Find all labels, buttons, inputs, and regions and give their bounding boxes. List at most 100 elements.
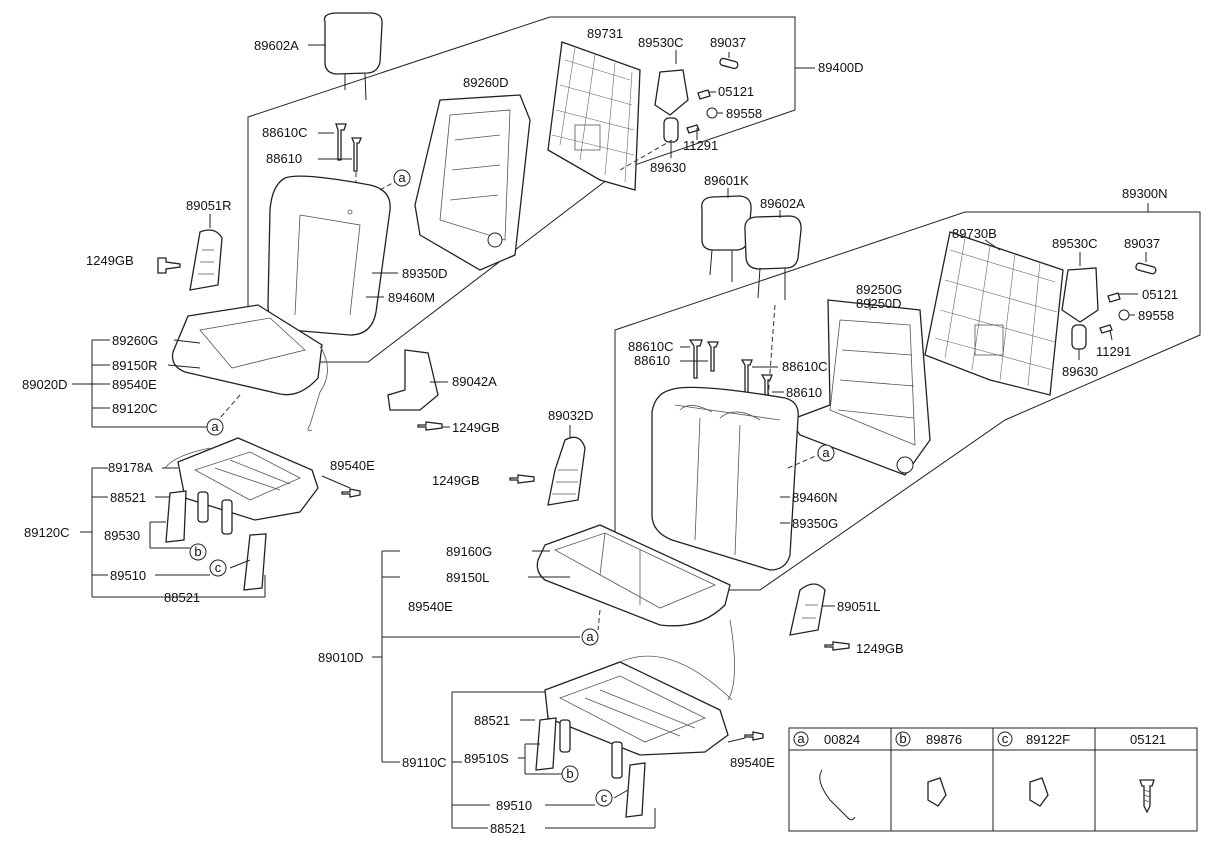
label-89630-1: 89630 [650,160,686,175]
label-89120c-2: 89120C [24,525,70,540]
svg-text:c: c [215,560,222,575]
label-89260d: 89260D [463,75,509,90]
legend-col-b: b 89876 [895,731,962,807]
svg-text:a: a [586,629,594,644]
label-89250d: 89250D [856,296,902,311]
label-1249gb-3: 1249GB [432,473,480,488]
seat-back-cushion-right [651,386,799,571]
label-11291-2: 11291 [1096,344,1131,359]
label-89601k: 89601K [704,173,749,188]
label-1249gb-2: 1249GB [452,420,500,435]
label-89510s: 89510S [464,751,509,766]
clip-icon [927,777,947,807]
label-89558-1: 89558 [726,106,762,121]
label-89051l: 89051L [837,599,880,614]
svg-text:b: b [566,766,573,781]
label-89400d: 89400D [818,60,864,75]
svg-text:a: a [398,170,406,185]
legend-col-c: c 89122F [997,731,1070,807]
label-89530: 89530 [104,528,140,543]
label-88610c-1: 88610C [262,125,308,140]
svg-text:89876: 89876 [926,732,962,747]
label-89510-2: 89510 [496,798,532,813]
seat-back-cushion-left [267,175,391,336]
label-89540e-3: 89540E [408,599,453,614]
label-89032d: 89032D [548,408,594,423]
label-89300n: 89300N [1122,186,1168,201]
headrest-guides-a [335,123,362,172]
label-89160g: 89160G [446,544,492,559]
leader-lines-left [72,339,351,598]
label-89037-1: 89037 [710,35,746,50]
label-1249gb-4: 1249GB [856,641,904,656]
label-89037-2: 89037 [1124,236,1160,251]
callout-c-2: c [595,789,613,807]
label-89602a-1: 89602A [254,38,299,53]
label-89510-1: 89510 [110,568,146,583]
side-panel-right [535,717,646,818]
seat-cushion-right [536,524,735,701]
legend-col-a: a 00824 [793,731,860,821]
seat-back-frame-right [789,299,931,476]
label-1249gb-1: 1249GB [86,253,134,268]
clip-icon [1029,777,1049,807]
label-89602a-2: 89602A [760,196,805,211]
svg-text:05121: 05121 [1130,732,1166,747]
headrest-pair [701,195,802,300]
svg-text:a: a [822,445,830,460]
label-89460m: 89460M [388,290,435,305]
side-cover-left [789,583,826,636]
svg-text:a: a [797,731,805,746]
callout-a-4: a [581,628,599,646]
label-89540e-4: 89540E [730,755,775,770]
callout-c-1: c [209,559,227,577]
label-88610-3: 88610 [786,385,822,400]
seat-frame-left [164,437,319,535]
label-89558-2: 89558 [1138,308,1174,323]
legend-col-screw: 05121 [1130,732,1166,814]
callout-a-1: a [393,169,411,187]
label-05121-1: 05121 [718,84,754,99]
label-89730b: 89730B [952,226,997,241]
label-05121-2: 05121 [1142,287,1178,302]
label-89530c-1: 89530C [638,35,684,50]
hook-wire-icon [819,769,856,821]
label-89010d: 89010D [318,650,364,665]
svg-text:a: a [211,419,219,434]
label-88610c-3: 88610C [782,359,828,374]
label-89630-2: 89630 [1062,364,1098,379]
svg-text:00824: 00824 [824,732,860,747]
svg-text:c: c [601,790,608,805]
seat-back-frame [414,94,531,271]
seat-frame-right [544,655,733,779]
label-89110c: 89110C [402,755,447,770]
label-88610-2: 88610 [634,353,670,368]
label-89540e-2: 89540E [330,458,375,473]
side-cover-right [189,229,223,291]
side-cover-89032d [547,436,586,506]
label-89042a: 89042A [452,374,497,389]
label-88521-1: 88521 [110,490,146,505]
label-89350d: 89350D [402,266,448,281]
label-89120c-1: 89120C [112,401,158,416]
label-88610-1: 88610 [266,151,302,166]
trim-bracket [387,349,439,411]
callout-a-2: a [206,418,224,436]
label-89540e-1: 89540E [112,377,157,392]
side-panel-left [165,490,267,591]
label-89020d: 89020D [22,377,68,392]
label-89150r: 89150R [112,358,158,373]
callout-a-3: a [817,444,835,462]
label-11291-1: 11291 [683,138,718,153]
svg-text:c: c [1002,731,1009,746]
label-89051r: 89051R [186,198,232,213]
label-89178a: 89178A [108,460,153,475]
label-89250g: 89250G [856,282,902,297]
label-89260g: 89260G [112,333,158,348]
back-panel-right [924,231,1064,396]
label-88521-4: 88521 [490,821,526,836]
svg-text:b: b [194,544,201,559]
label-88521-2: 88521 [164,590,200,605]
